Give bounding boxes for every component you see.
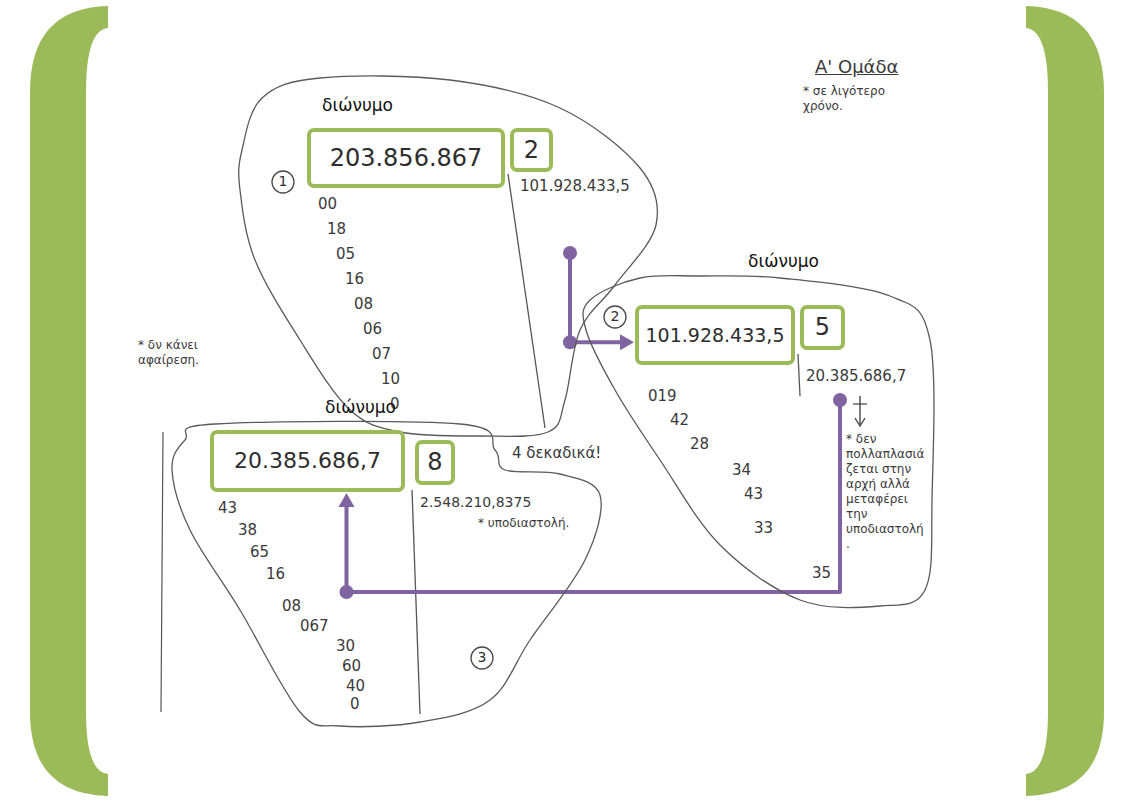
remainder-digits: 33 bbox=[754, 520, 773, 537]
note: * δν κάνει αφαίρεση. bbox=[138, 338, 212, 368]
dividend: 20.385.686,7 bbox=[234, 449, 381, 473]
divisor: 8 bbox=[427, 449, 442, 475]
remainder-digits: 05 bbox=[336, 246, 355, 263]
step-number: 3 bbox=[470, 646, 494, 670]
remainder-digits: 08 bbox=[354, 296, 373, 313]
note: 4 δεκαδικά! bbox=[512, 444, 601, 463]
connector-line bbox=[570, 253, 622, 342]
heading: διώνυμο bbox=[325, 398, 396, 418]
division-region: 20.385.686,7 019 4228 34 43 33 35 2 διώνυμο101.9… bbox=[580, 262, 940, 612]
dividend: 203.856.867 bbox=[330, 145, 483, 171]
remainder-digits: 0 bbox=[350, 696, 360, 713]
remainder-digits: 16 bbox=[266, 566, 285, 583]
divisor: 5 bbox=[815, 314, 830, 340]
step-number-text: 3 bbox=[478, 650, 487, 665]
frame-bracket bbox=[1026, 6, 1104, 796]
remainder-digits: 42 bbox=[670, 412, 689, 429]
region-outline bbox=[580, 262, 940, 612]
division-line bbox=[798, 354, 800, 396]
note: * σε λιγότερο χρόνο. bbox=[803, 84, 895, 114]
remainder-digits: 07 bbox=[372, 346, 391, 363]
remainder-digits: 08 bbox=[282, 598, 301, 615]
remainder-digits: 00 bbox=[318, 196, 337, 213]
remainder-digits: 067 bbox=[300, 618, 329, 635]
hand-arrow bbox=[853, 396, 867, 426]
remainder-digits: 16 bbox=[345, 271, 364, 288]
note: * υποδιαστολή. bbox=[478, 516, 569, 531]
remainder-digits: 30 bbox=[336, 638, 355, 655]
step-number: 2 bbox=[603, 305, 627, 329]
quotient: 20.385.686,7 bbox=[806, 368, 906, 385]
heading: διώνυμο bbox=[748, 252, 819, 272]
connector-line bbox=[347, 400, 841, 592]
remainder-digits: 10 bbox=[381, 371, 400, 388]
division-region: 2.548.210,8375 4338 65 16 08 067 30 60 400 3 διώνυ… bbox=[160, 415, 610, 735]
remainder-digits: 65 bbox=[250, 544, 269, 561]
arrowhead bbox=[620, 334, 634, 350]
connector-dot bbox=[563, 246, 577, 260]
step-number: 1 bbox=[271, 170, 295, 194]
circle-outline-shape bbox=[272, 171, 294, 193]
division-region: 101.928.433,5001805160806071001διώνυμο20… bbox=[232, 68, 664, 444]
divisor: 2 bbox=[524, 137, 539, 163]
quotient: 101.928.433,5 bbox=[520, 178, 630, 195]
divisor-box: 5 bbox=[800, 305, 845, 350]
step-number-text: 2 bbox=[611, 309, 620, 324]
arrowhead bbox=[339, 493, 355, 507]
note: * δεν πολλαπλασιάζεται στην αρχή αλλά με… bbox=[846, 432, 926, 552]
remainder-digits: 40 bbox=[346, 678, 365, 695]
dividend-box: διώνυμο101.928.433,5 bbox=[635, 305, 795, 365]
dividend-box: διώνυμο20.385.686,7 bbox=[210, 430, 405, 492]
remainder-digits: 60 bbox=[342, 658, 361, 675]
region-outline bbox=[160, 415, 610, 735]
region-outline-path bbox=[172, 421, 601, 726]
remainder-digits: 06 bbox=[363, 321, 382, 338]
remainder-digits: 38 bbox=[238, 522, 257, 539]
heading: διώνυμο bbox=[322, 96, 393, 116]
step-number-text: 1 bbox=[279, 174, 288, 189]
remainder-digits: 43 bbox=[744, 486, 763, 503]
group-label: Α' Ομάδα bbox=[815, 56, 898, 79]
division-line bbox=[508, 174, 545, 428]
remainder-digits: 28 bbox=[690, 436, 709, 453]
divisor-box: 2 bbox=[510, 128, 553, 172]
connector-dot bbox=[340, 585, 354, 599]
frame-bracket bbox=[30, 6, 108, 796]
margin-line bbox=[161, 432, 163, 712]
remainder-digits: 34 bbox=[732, 462, 751, 479]
connector-dot bbox=[833, 393, 847, 407]
region-outline-path bbox=[239, 76, 658, 436]
remainder-digits: 18 bbox=[327, 221, 346, 238]
circle-outline-shape bbox=[604, 306, 626, 328]
connector-arrow bbox=[563, 246, 634, 350]
region-outline bbox=[232, 68, 664, 444]
division-line bbox=[412, 490, 420, 714]
remainder-digits: 43 bbox=[218, 500, 237, 517]
remainder-digits: 35 bbox=[812, 565, 831, 582]
connector-arrow bbox=[339, 393, 848, 599]
remainder-digits: 019 bbox=[648, 388, 677, 405]
region-outline-path bbox=[583, 276, 934, 608]
dividend: 101.928.433,5 bbox=[645, 325, 784, 346]
circle-outline-shape bbox=[471, 647, 493, 669]
quotient: 2.548.210,8375 bbox=[420, 494, 531, 510]
dividend-box: διώνυμο203.856.867 bbox=[307, 128, 505, 188]
divisor-box: 8 bbox=[415, 440, 455, 485]
